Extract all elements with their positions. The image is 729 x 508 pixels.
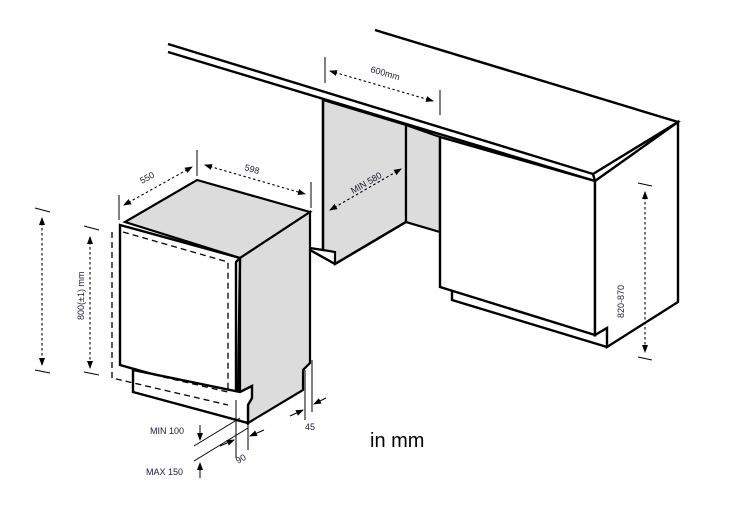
- depth-label: 550: [138, 170, 156, 186]
- plinth-min-label: MIN 100: [150, 426, 184, 436]
- dishwasher: [111, 178, 313, 425]
- plinth-depth-label: 90: [234, 452, 248, 466]
- niche-height-label: 820-870: [616, 285, 626, 318]
- niche-width-label: 600mm: [369, 64, 401, 82]
- appliance-height-label: 800(±1) mm: [76, 272, 86, 320]
- width-label: 598: [243, 162, 260, 176]
- plinth-max-label: MAX 150: [146, 467, 183, 477]
- dimension-lines: [34, 57, 653, 478]
- units-label: in mm: [370, 430, 424, 452]
- side-gap-label: 45: [305, 422, 315, 432]
- adjacent-cabinet: [438, 119, 680, 350]
